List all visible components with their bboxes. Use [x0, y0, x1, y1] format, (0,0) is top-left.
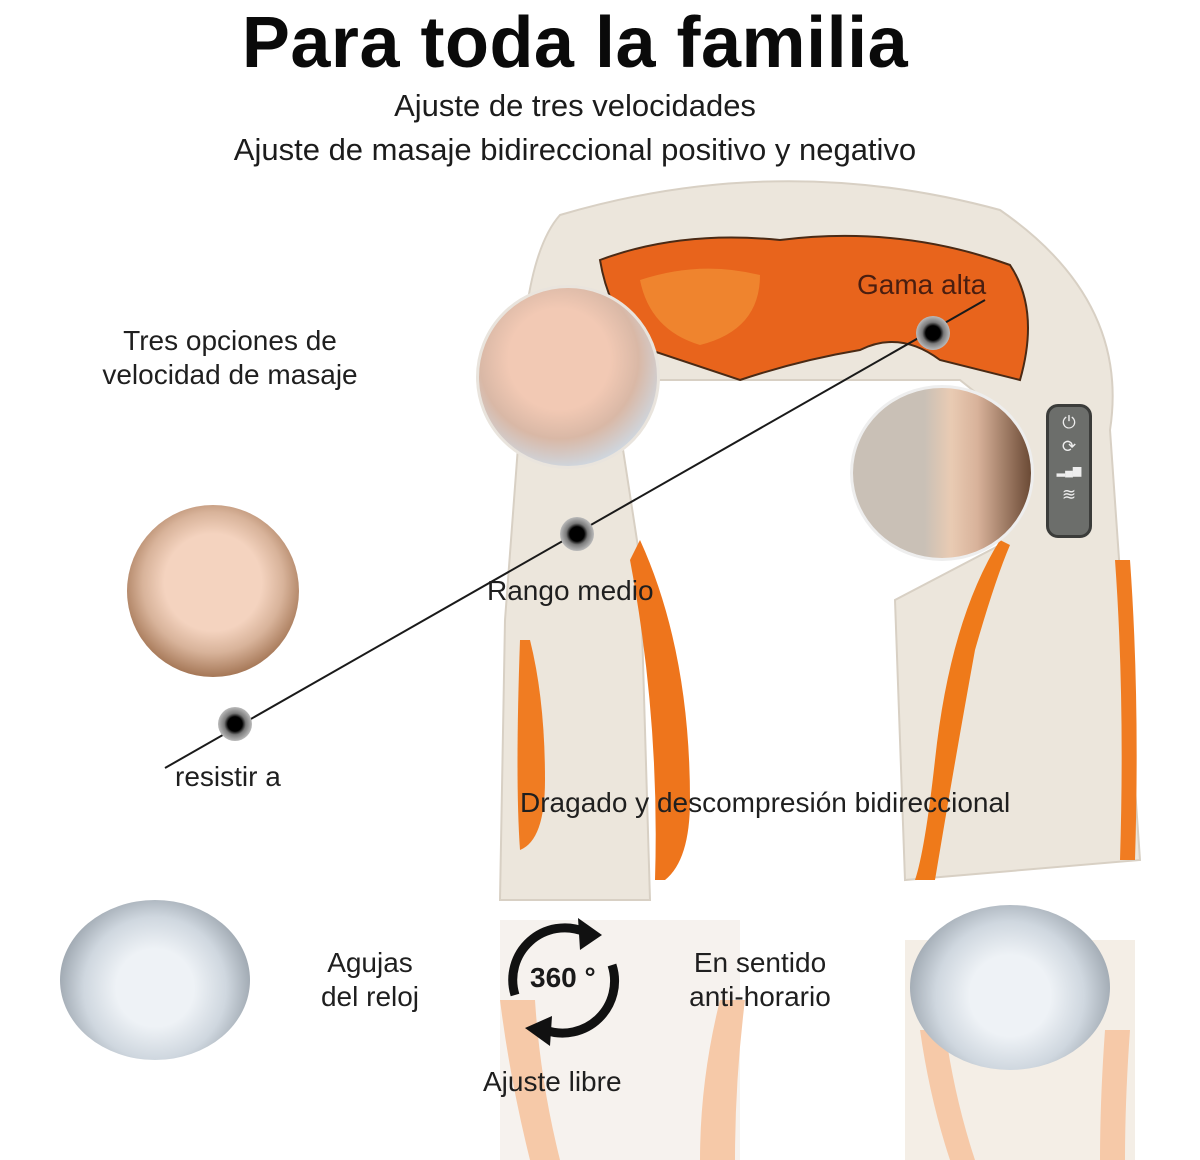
massage-node-closeup-right: [910, 905, 1110, 1070]
label-free-adjust: Ajuste libre: [483, 1066, 622, 1097]
rotation-degrees: 360 °: [530, 962, 596, 993]
control-panel: ⏻ ⟳ ▂▄▆ ≋: [1046, 404, 1092, 538]
label-low-range: resistir a: [175, 761, 281, 792]
label-clockwise: Agujas del reloj: [320, 947, 420, 1012]
heat-icon[interactable]: ≋: [1061, 485, 1077, 504]
power-icon[interactable]: ⏻: [1062, 413, 1076, 432]
label-high-range: Gama alta: [857, 269, 987, 300]
marker-mid: [560, 517, 594, 551]
marker-low: [218, 707, 252, 741]
portrait-young-couple: [850, 385, 1034, 561]
label-counter-clockwise: En sentido anti-horario: [689, 947, 831, 1012]
portrait-elderly-man: [476, 285, 660, 469]
rotate-icon[interactable]: ⟳: [1061, 437, 1077, 456]
subtitle-speeds: Ajuste de tres velocidades: [394, 88, 756, 123]
label-bidirectional: Dragado y descompresión bidireccional: [520, 787, 1011, 818]
marker-high: [916, 316, 950, 350]
massage-node-closeup-left: [60, 900, 250, 1060]
speed-bars-icon[interactable]: ▂▄▆: [1056, 465, 1082, 477]
page-title: Para toda la familia: [241, 3, 909, 83]
label-speed-options: Tres opciones de velocidad de masaje: [102, 325, 358, 390]
label-mid-range: Rango medio: [487, 575, 654, 606]
portrait-child: [127, 505, 299, 677]
rotate-360-icon: [508, 918, 620, 1046]
subtitle-bidirectional: Ajuste de masaje bidireccional positivo …: [233, 132, 917, 167]
